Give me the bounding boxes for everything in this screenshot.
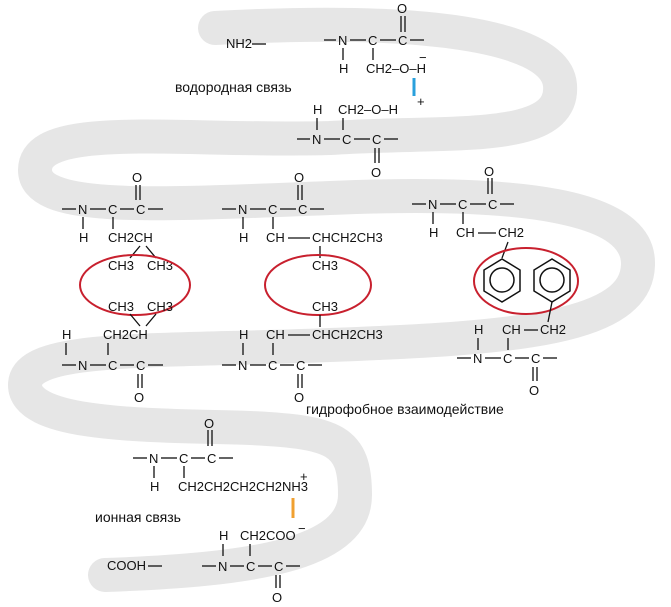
side-chain-ch2: CH2: [498, 225, 524, 240]
side-chain-ch2ch: CH2CH: [103, 327, 148, 342]
ionic-bond-label: ионная связь: [95, 509, 181, 525]
atom-o: O: [529, 383, 539, 398]
atom-h: H: [150, 479, 159, 494]
methyl-right: CH3: [147, 299, 173, 314]
atom-h: H: [429, 225, 438, 240]
side-chain-ch2ch: CH2CH: [108, 230, 153, 245]
atom-c: C: [342, 132, 351, 147]
atom-h: H: [339, 61, 348, 76]
hydrophobic-circle-ile: [264, 254, 372, 316]
side-chain-asp: CH2COO: [240, 528, 296, 543]
atom-n: N: [149, 451, 158, 466]
atom-c: C: [207, 451, 216, 466]
atom-n: N: [338, 33, 347, 48]
atom-n: N: [312, 132, 321, 147]
atom-c: C: [108, 358, 117, 373]
polypeptide-chain-band: [8, 7, 655, 592]
atom-h: H: [474, 322, 483, 337]
atom-c: C: [246, 559, 255, 574]
charge-plus: +: [417, 94, 425, 109]
side-chain-chch2ch3: CHCH2CH3: [312, 327, 383, 342]
side-chain-ser: CH2–O–H: [338, 102, 398, 117]
charge-minus: −: [419, 50, 427, 65]
atom-c: C: [268, 358, 277, 373]
atom-c: C: [179, 451, 188, 466]
methyl-left: CH3: [108, 299, 134, 314]
methyl: CH3: [312, 258, 338, 273]
n-terminus-label: NH2: [226, 36, 252, 51]
hydrogen-bond-label: водородная связь: [175, 79, 292, 95]
residue-val-lower: CH3 CH3 H CH2CH N C C O: [62, 299, 173, 405]
residue-ile-upper: O N C C H CH CHCH2CH3 CH3: [222, 170, 383, 273]
atom-n: N: [218, 559, 227, 574]
atom-h: H: [62, 327, 71, 342]
benzene-ring-upper: [483, 258, 521, 303]
atom-o: O: [371, 165, 381, 180]
atom-c: C: [458, 197, 467, 212]
atom-c: C: [274, 559, 283, 574]
side-chain-ch2: CH2: [540, 322, 566, 337]
residue-phe-upper: O N C C H CH CH2: [412, 164, 524, 259]
atom-o: O: [204, 416, 214, 431]
residue-asp: H CH2COO − COOH N C C O: [107, 521, 306, 605]
atom-c: C: [108, 202, 117, 217]
atom-c: C: [298, 202, 307, 217]
atom-c: C: [136, 358, 145, 373]
side-chain-ser: CH2–O–H: [366, 61, 426, 76]
c-terminus-label: COOH: [107, 558, 146, 573]
side-chain-ch: CH: [266, 327, 285, 342]
residue-2: H CH2–O–H + N C C O: [297, 94, 425, 180]
atom-n: N: [238, 202, 247, 217]
hydrophobic-interaction-label: гидрофобное взаимодействие: [306, 401, 504, 417]
atom-n: N: [238, 358, 247, 373]
atom-n: N: [78, 358, 87, 373]
methyl: CH3: [312, 299, 338, 314]
atom-c: C: [296, 358, 305, 373]
atom-h: H: [239, 327, 248, 342]
atom-n: N: [428, 197, 437, 212]
atom-o: O: [397, 1, 407, 16]
side-chain-chch2ch3: CHCH2CH3: [312, 230, 383, 245]
atom-c: C: [398, 33, 407, 48]
residue-ile-lower: CH3 H CH CHCH2CH3 N C C O: [222, 299, 383, 405]
atom-c: C: [368, 33, 377, 48]
atom-o: O: [294, 170, 304, 185]
residue-lys: O N C C H CH2CH2CH2CH2NH3 +: [133, 416, 308, 494]
atom-h: H: [313, 102, 322, 117]
atom-o: O: [484, 164, 494, 179]
atom-c: C: [488, 197, 497, 212]
residue-val-upper: O N C C H CH2CH CH3 CH3: [62, 170, 173, 273]
atom-o: O: [134, 390, 144, 405]
atom-h: H: [79, 230, 88, 245]
atom-n: N: [473, 351, 482, 366]
atom-o: O: [294, 390, 304, 405]
atom-h: H: [219, 528, 228, 543]
methyl-right: CH3: [147, 258, 173, 273]
hydrophobic-circle-phe: [473, 247, 579, 315]
charge-minus: −: [298, 521, 306, 536]
atom-c: C: [531, 351, 540, 366]
residue-phe-lower: H CH CH2 N C C O: [457, 301, 566, 398]
atom-c: C: [372, 132, 381, 147]
atom-h: H: [239, 230, 248, 245]
atom-c: C: [136, 202, 145, 217]
atom-o: O: [132, 170, 142, 185]
hydrophobic-circle-val: [79, 254, 191, 316]
charge-plus: +: [300, 469, 308, 484]
atom-c: C: [503, 351, 512, 366]
benzene-ring-lower: [533, 258, 571, 303]
methyl-left: CH3: [108, 258, 134, 273]
side-chain-ch: CH: [502, 322, 521, 337]
side-chain-lys: CH2CH2CH2CH2NH3: [178, 479, 308, 494]
side-chain-ch: CH: [266, 230, 285, 245]
side-chain-ch: CH: [456, 225, 475, 240]
atom-n: N: [78, 202, 87, 217]
atom-o: O: [272, 590, 282, 605]
atom-c: C: [268, 202, 277, 217]
residue-top: NH2 N C C O H CH2–O–H −: [226, 1, 427, 76]
